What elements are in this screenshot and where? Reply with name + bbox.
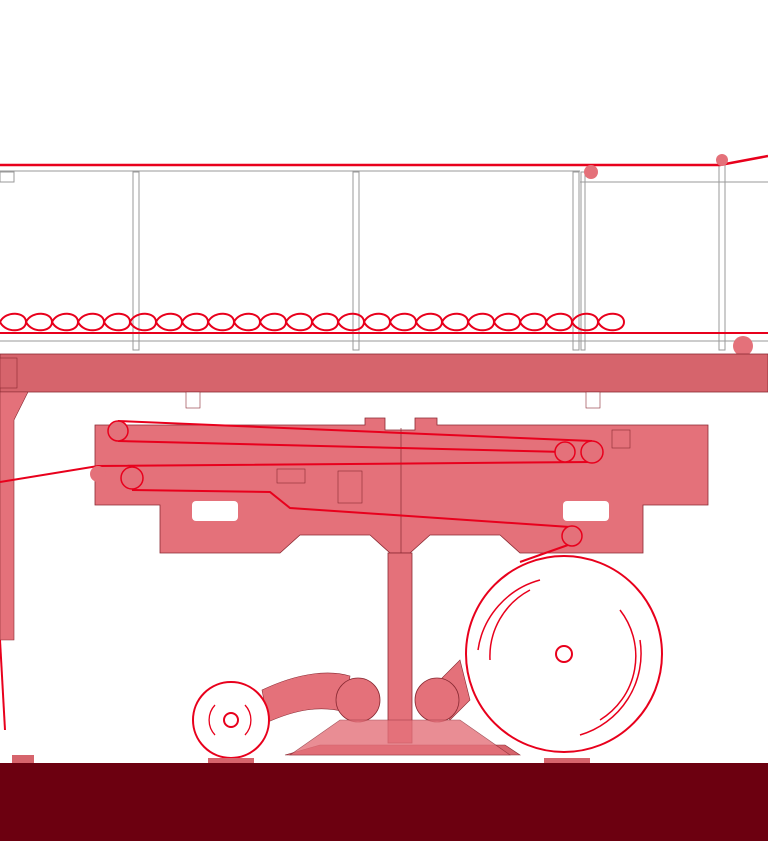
festoon-loop [181,312,210,332]
festoon-loop [285,312,314,332]
festoon-loop [415,312,444,332]
base-leg [289,719,511,756]
left-column-base [12,755,34,763]
hanger [185,391,201,409]
festoon-loop [259,312,288,332]
frame-window [192,501,238,521]
railing [0,164,768,351]
festoon-loop [103,312,132,332]
web-left [0,639,6,731]
festoon-loop [25,312,54,332]
festoon-loop [597,312,626,332]
festoon-loop [233,312,262,332]
guide-roller [716,154,728,166]
festoon-loop [363,312,392,332]
festoon-loop [311,312,340,332]
festoon-loop [389,312,418,332]
gearbox [611,429,631,449]
guide-roller [733,336,753,356]
festoon-loop [493,312,522,332]
small-paper-roll [192,681,270,759]
festoon-loop [545,312,574,332]
festoon-loop [51,312,80,332]
frame-window [563,501,609,521]
drive-unit [414,677,460,723]
festoon-loop [519,312,548,332]
left-column [0,391,29,641]
festoon-loop [155,312,184,332]
roll-stand [544,758,590,763]
festoon-loop [77,312,106,332]
web-path [0,420,593,563]
web-top-line [0,154,768,167]
hanger [585,391,601,409]
central-pillar [387,552,413,744]
rollers [90,420,604,547]
roll-stand [208,758,254,763]
festoon-loop [337,312,366,332]
floor [0,763,768,841]
festoon-loops [0,312,626,332]
gearbox [337,470,363,504]
festoon-loop [129,312,158,332]
festoon-loop [467,312,496,332]
festoon-loop [207,312,236,332]
festoon-loop [0,312,28,332]
drive-unit [335,677,381,723]
main-beam [0,353,768,393]
guide-roller [584,165,598,179]
beam-plate [0,357,18,389]
motor [276,468,306,484]
festoon-loop [441,312,470,332]
large-paper-roll [465,555,663,753]
